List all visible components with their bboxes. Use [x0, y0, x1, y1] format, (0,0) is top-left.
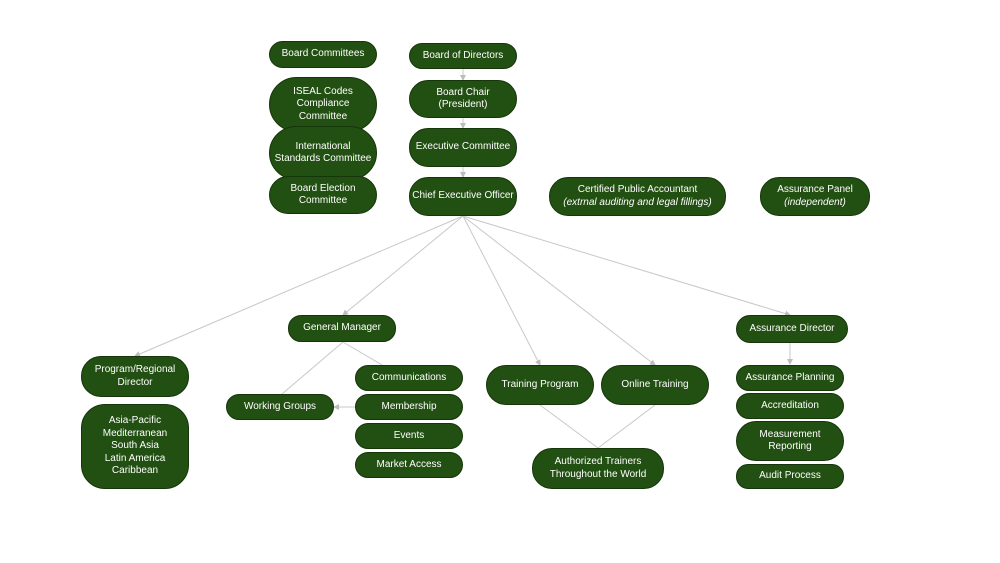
region-south-asia: South Asia [111, 440, 159, 452]
board-of-directors-label: Board of Directors [422, 49, 504, 61]
general-manager-label: General Manager [303, 322, 381, 334]
authorized-trainers-label-1: Authorized Trainers [554, 456, 642, 467]
program-director-label-2: Director [117, 376, 153, 388]
assurance-director-label: Assurance Director [749, 322, 835, 334]
market-access-node: Market Access [355, 452, 463, 478]
cpa-node: Certified Public Accountant (extrnal aud… [549, 177, 726, 216]
board-chair-node: Board Chair (President) [409, 80, 517, 118]
connector-gm-comm [342, 341, 383, 366]
assurance-planning-label: Assurance Planning [745, 371, 835, 383]
general-manager-node: General Manager [288, 315, 396, 342]
assurance-director-node: Assurance Director [736, 315, 848, 343]
assurance-planning-node: Assurance Planning [736, 365, 844, 391]
accreditation-node: Accreditation [736, 393, 844, 419]
reporting-label: Reporting [768, 441, 812, 452]
cpa-label-1: Certified Public Accountant [577, 184, 698, 195]
connector-ceo-training [462, 215, 541, 366]
events-node: Events [355, 423, 463, 449]
working-groups-node: Working Groups [226, 394, 334, 420]
training-program-label: Training Program [501, 378, 579, 390]
connector-online-trainers [597, 404, 656, 449]
authorized-trainers-label-2: Throughout the World [549, 468, 647, 480]
working-groups-label: Working Groups [243, 400, 317, 412]
executive-committee-node: Executive Committee [409, 128, 517, 167]
executive-committee-label: Executive Committee [415, 141, 511, 153]
ceo-node: Chief Executive Officer [409, 177, 517, 216]
authorized-trainers-node: Authorized Trainers Throughout the World [532, 448, 664, 489]
market-access-label: Market Access [376, 458, 442, 470]
connector-training-trainers [539, 404, 599, 449]
iseal-committee-node: ISEAL Codes Compliance Committee [269, 77, 377, 132]
board-chair-label-1: Board Chair [436, 86, 490, 98]
board-election-label-1: Board Election [290, 182, 356, 194]
accreditation-label: Accreditation [761, 399, 819, 411]
communications-label: Communications [371, 371, 447, 383]
board-committees-node: Board Committees [269, 41, 377, 68]
program-director-label-1: Program/Regional [94, 364, 176, 375]
regions-node: Asia-Pacific Mediterranean South Asia La… [81, 404, 189, 489]
region-caribbean: Caribbean [111, 465, 159, 477]
board-chair-label-2: (President) [438, 99, 488, 110]
connector-gm-working [281, 341, 344, 395]
iseal-label-1: ISEAL Codes [293, 85, 353, 97]
board-committees-label: Board Committees [281, 48, 365, 60]
membership-label: Membership [381, 400, 437, 412]
iseal-label-3: Committee [298, 110, 348, 122]
assurance-panel-node: Assurance Panel (independent) [760, 177, 870, 216]
communications-node: Communications [355, 365, 463, 391]
region-mediterranean: Mediterranean [102, 427, 168, 439]
events-label: Events [393, 429, 425, 441]
intl-standards-label-2: Standards Committee [274, 153, 372, 164]
ceo-label: Chief Executive Officer [412, 190, 514, 202]
intl-standards-label-1: International [295, 140, 351, 152]
assurance-panel-label-2: (independent) [784, 196, 846, 208]
international-standards-node: International Standards Committee [269, 126, 377, 180]
board-of-directors-node: Board of Directors [409, 43, 517, 69]
board-election-label-2: Committee [298, 195, 348, 206]
iseal-label-2: Compliance [296, 98, 350, 110]
connector-ceo-assurance [462, 215, 791, 317]
measurement-reporting-node: Measurement Reporting [736, 421, 844, 461]
program-director-node: Program/Regional Director [81, 356, 189, 397]
cpa-label-2: (extrnal auditing and legal fillings) [563, 196, 712, 208]
measurement-label: Measurement [759, 428, 821, 440]
region-latin-america: Latin America [104, 452, 166, 464]
region-asia-pacific: Asia-Pacific [108, 415, 162, 427]
connector-ceo-online [462, 215, 656, 366]
board-election-node: Board Election Committee [269, 176, 377, 214]
assurance-panel-label-1: Assurance Panel [777, 184, 853, 195]
online-training-node: Online Training [601, 365, 709, 405]
audit-process-node: Audit Process [736, 464, 844, 489]
online-training-label: Online Training [621, 378, 689, 390]
audit-process-label: Audit Process [759, 470, 821, 482]
connector-ceo-program [134, 215, 464, 357]
membership-node: Membership [355, 394, 463, 420]
training-program-node: Training Program [486, 365, 594, 405]
connector-ceo-gm [342, 215, 464, 316]
